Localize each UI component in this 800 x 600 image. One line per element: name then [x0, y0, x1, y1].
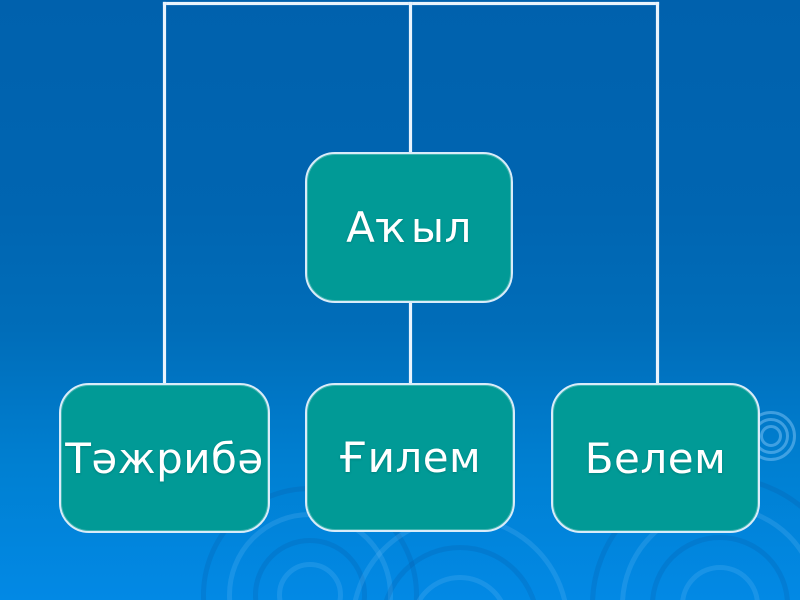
- swirl-decoration: [760, 425, 782, 447]
- node-belem[interactable]: Белем: [551, 383, 760, 533]
- node-aqyl[interactable]: Аҡыл: [305, 152, 513, 303]
- node-tazhriba[interactable]: Тәжрибә: [59, 383, 270, 533]
- node-tazhriba-label: Тәжрибә: [65, 433, 264, 483]
- ripple-decoration: [277, 562, 343, 600]
- connector-top-node-to-middle-node: [409, 302, 412, 384]
- ripple-decoration: [253, 538, 367, 600]
- ripple-decoration: [680, 565, 760, 600]
- node-aqyl-label: Аҡыл: [346, 203, 472, 252]
- connector-left-vertical: [163, 2, 166, 383]
- connector-middle-to-top-node: [409, 2, 412, 153]
- node-belem-label: Белем: [584, 433, 727, 483]
- ripple-decoration: [410, 575, 510, 600]
- ripple-decoration: [650, 535, 790, 600]
- connector-right-vertical: [656, 2, 659, 383]
- node-gilem[interactable]: Ғилем: [305, 383, 515, 532]
- node-gilem-label: Ғилем: [338, 433, 482, 482]
- ripple-decoration: [380, 545, 540, 600]
